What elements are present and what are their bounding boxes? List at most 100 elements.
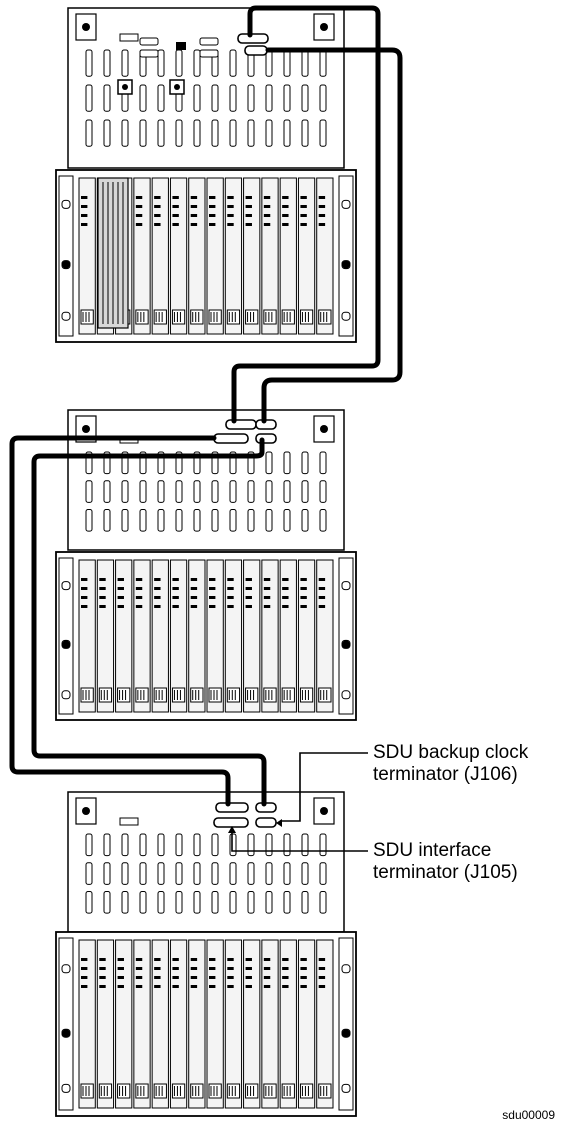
connector-jack	[283, 451, 291, 475]
connector-jack	[265, 862, 273, 885]
connector-jack	[319, 84, 327, 112]
card-indicator	[227, 223, 234, 226]
connector-jack	[121, 119, 129, 147]
cabinet-2	[55, 409, 357, 721]
card-indicator	[318, 605, 326, 608]
card-indicator	[81, 985, 88, 988]
ground-lug-icon	[82, 425, 90, 433]
card-indicator	[154, 223, 161, 226]
card-latch	[171, 309, 186, 325]
card-latch	[318, 687, 332, 703]
callout-interface-line1: SDU interface	[373, 840, 492, 861]
card-latch	[190, 687, 204, 703]
card-latch	[226, 309, 241, 325]
card-indicator	[99, 596, 106, 599]
panel-label-plate	[119, 817, 139, 826]
connector-jack	[157, 862, 165, 885]
card-indicator	[282, 214, 289, 217]
cable-connector-cab2-a	[225, 419, 257, 430]
connector-jack	[211, 480, 219, 503]
small-connector	[139, 37, 159, 46]
card-latch	[208, 687, 222, 703]
card-latch	[245, 309, 259, 325]
callout-interface-line2: terminator (J105)	[373, 862, 518, 883]
card-indicator	[300, 205, 307, 208]
connector-jack	[265, 451, 273, 475]
connector-jack	[301, 891, 309, 914]
card-indicator	[300, 196, 307, 199]
card-indicator	[209, 587, 216, 590]
connector-jack	[265, 509, 273, 532]
card-indicator	[245, 985, 252, 988]
connector-jack	[247, 84, 255, 112]
connector-jack	[193, 891, 201, 914]
card-indicator	[135, 605, 143, 608]
card-indicator	[209, 985, 216, 988]
card-latch	[263, 687, 277, 703]
card-slot	[78, 939, 96, 1109]
connector-jack	[85, 49, 93, 77]
card-latch	[153, 687, 167, 703]
card-indicator	[282, 967, 289, 970]
card-indicator	[81, 958, 88, 961]
card-indicator	[245, 223, 252, 226]
card-indicator	[117, 596, 124, 599]
connector-jack	[301, 862, 309, 885]
connector-jack	[211, 862, 219, 885]
ground-lug-icon	[320, 807, 328, 815]
card-indicator	[135, 587, 143, 590]
arrowhead-icon	[228, 826, 236, 833]
card-indicator	[81, 578, 88, 581]
card-indicator	[172, 205, 179, 208]
card-indicator	[172, 967, 179, 970]
connector-jack	[283, 833, 291, 857]
connector-jack	[211, 119, 219, 147]
card-indicator	[227, 976, 234, 979]
connector-jack	[157, 509, 165, 532]
connector-jack	[265, 49, 273, 77]
rack-screw-hole	[61, 199, 71, 209]
card-indicator	[209, 223, 216, 226]
card-slot	[206, 939, 224, 1109]
connector-jack	[283, 480, 291, 503]
card-latch	[135, 309, 149, 325]
card-indicator	[117, 605, 124, 608]
cable-connector-cab2-c	[213, 433, 249, 444]
card-indicator	[135, 196, 143, 199]
connector-jack	[229, 891, 237, 914]
connector-jack	[229, 49, 237, 77]
cable-connector-cab1-b	[244, 45, 268, 56]
card-indicator	[99, 985, 106, 988]
connector-jack	[121, 49, 129, 77]
card-latch	[135, 687, 149, 703]
cable-connector-cab2-d	[255, 433, 277, 444]
card-latch	[80, 309, 94, 325]
connector-jack	[265, 119, 273, 147]
card-indicator	[318, 205, 326, 208]
card-indicator	[190, 205, 198, 208]
card-indicator	[81, 587, 88, 590]
connector-jack	[211, 509, 219, 532]
ground-lug-icon	[82, 807, 90, 815]
connector-jack	[319, 862, 327, 885]
card-latch	[226, 687, 241, 703]
connector-jack	[247, 891, 255, 914]
card-indicator	[318, 196, 326, 199]
card-indicator	[135, 958, 143, 961]
card-latch	[171, 1083, 186, 1099]
card-latch	[281, 687, 295, 703]
connector-jack	[85, 862, 93, 885]
connector-jack	[175, 49, 183, 77]
card-indicator	[227, 596, 234, 599]
connector-jack	[193, 119, 201, 147]
card-indicator	[318, 214, 326, 217]
card-indicator	[282, 205, 289, 208]
connector-jack	[319, 451, 327, 475]
card-indicator	[263, 196, 271, 199]
connector-jack	[157, 891, 165, 914]
rack-ear-right	[338, 175, 354, 337]
card-indicator	[135, 214, 143, 217]
rack-ear-left	[58, 937, 74, 1111]
card-indicator	[135, 205, 143, 208]
